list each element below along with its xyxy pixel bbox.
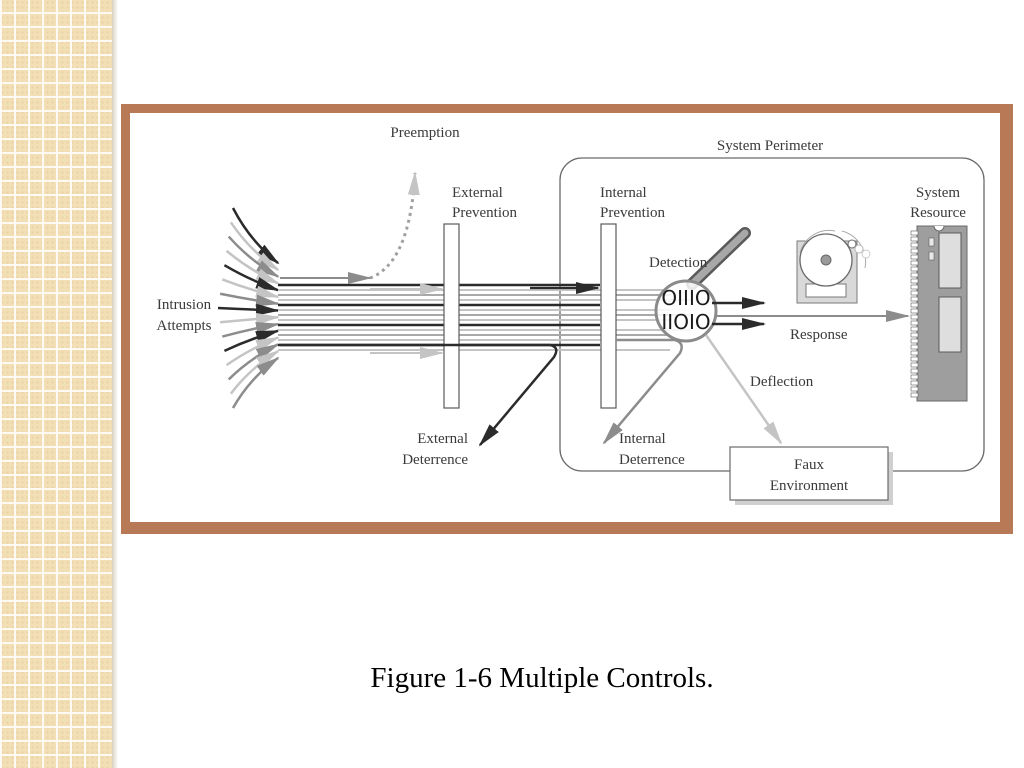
fan-arrow — [231, 356, 280, 409]
internal-prevention-barrier — [600, 223, 617, 409]
chip-pin — [910, 380, 919, 386]
system-perimeter-label: System Perimeter — [717, 138, 823, 154]
preemption-label: Preemption — [390, 125, 460, 141]
detection-label: Detection — [649, 255, 708, 271]
chip-pin — [910, 272, 919, 278]
decorative-sidebar — [0, 0, 112, 768]
system-resource-label: System — [916, 185, 961, 201]
system-resource-chip-icon — [910, 225, 968, 402]
chip-pin — [910, 332, 919, 338]
fan-arrow — [227, 343, 280, 381]
external-prevention-label: External — [452, 185, 503, 201]
chip-pin — [910, 374, 919, 380]
chip-pin — [910, 320, 919, 326]
fan-arrow — [229, 350, 280, 395]
chip-pin — [910, 308, 919, 314]
external-deterrence-arrow — [280, 343, 558, 447]
detection-magnifier-icon: OIIIO IIOIO — [654, 227, 751, 343]
external-prevention-barrier — [443, 223, 460, 409]
deflection-label: Deflection — [750, 374, 814, 390]
internal-deterrence-label: Internal — [619, 431, 666, 447]
chip-pin — [910, 362, 919, 368]
chip-pin — [910, 350, 919, 356]
chip-pin — [910, 344, 919, 350]
fan-arrow — [220, 312, 280, 325]
multiple-controls-diagram: System Perimeter Preemption External Pre… — [157, 125, 985, 505]
chip-pin — [910, 236, 919, 242]
chip-pin — [910, 266, 919, 272]
fan-arrow — [221, 322, 280, 338]
preemption-arrow — [369, 171, 420, 280]
faux-environment-label-2: Environment — [770, 478, 849, 494]
chip-pin — [910, 260, 919, 266]
chip-pin — [910, 296, 919, 302]
chip-pin — [910, 326, 919, 332]
chip-pin — [910, 356, 919, 362]
chip-pin — [910, 338, 919, 344]
external-prevention-label-2: Prevention — [452, 205, 517, 221]
figure-caption: Figure 1-6 Multiple Controls. — [370, 662, 714, 694]
chip-pin — [910, 230, 919, 236]
chip-pin — [910, 314, 919, 320]
external-deterrence-label-2: Deterrence — [402, 452, 468, 468]
internal-prevention-label-2: Prevention — [600, 205, 665, 221]
fan-arrow — [219, 292, 280, 307]
intrusion-attempts-label-2: Attempts — [157, 318, 212, 334]
external-deterrence-label: External — [417, 431, 468, 447]
fan-arrow — [225, 336, 280, 367]
system-resource-label-2: Resource — [910, 205, 966, 221]
intrusion-attempts-label: Intrusion — [157, 297, 212, 313]
chip-pin — [910, 278, 919, 284]
chip-pin — [910, 242, 919, 248]
chip-pin — [910, 392, 919, 398]
chip-pin — [910, 302, 919, 308]
intrusion-streams — [278, 283, 690, 359]
chip-pin — [910, 284, 919, 290]
binary-top: OIIIO — [661, 286, 710, 310]
fan-arrow — [217, 303, 280, 316]
deflection-arrow — [704, 334, 783, 445]
fan-arrow — [223, 329, 280, 352]
chip-pin — [910, 386, 919, 392]
sidebar-shadow — [112, 0, 118, 768]
chip-pin — [910, 368, 919, 374]
faux-environment-box — [729, 446, 889, 501]
internal-prevention-label: Internal — [600, 185, 647, 201]
chip-pin — [910, 254, 919, 260]
alarm-bell-icon — [796, 229, 871, 304]
binary-bottom: IIOIO — [661, 310, 710, 334]
response-label: Response — [790, 327, 848, 343]
figure-canvas: System Perimeter Preemption External Pre… — [130, 113, 1000, 522]
faux-environment-label: Faux — [794, 457, 825, 473]
internal-deterrence-label-2: Deterrence — [619, 452, 685, 468]
chip-pin — [910, 248, 919, 254]
intrusion-fan — [217, 207, 280, 409]
chip-pin — [910, 290, 919, 296]
figure-frame: System Perimeter Preemption External Pre… — [121, 104, 1013, 534]
